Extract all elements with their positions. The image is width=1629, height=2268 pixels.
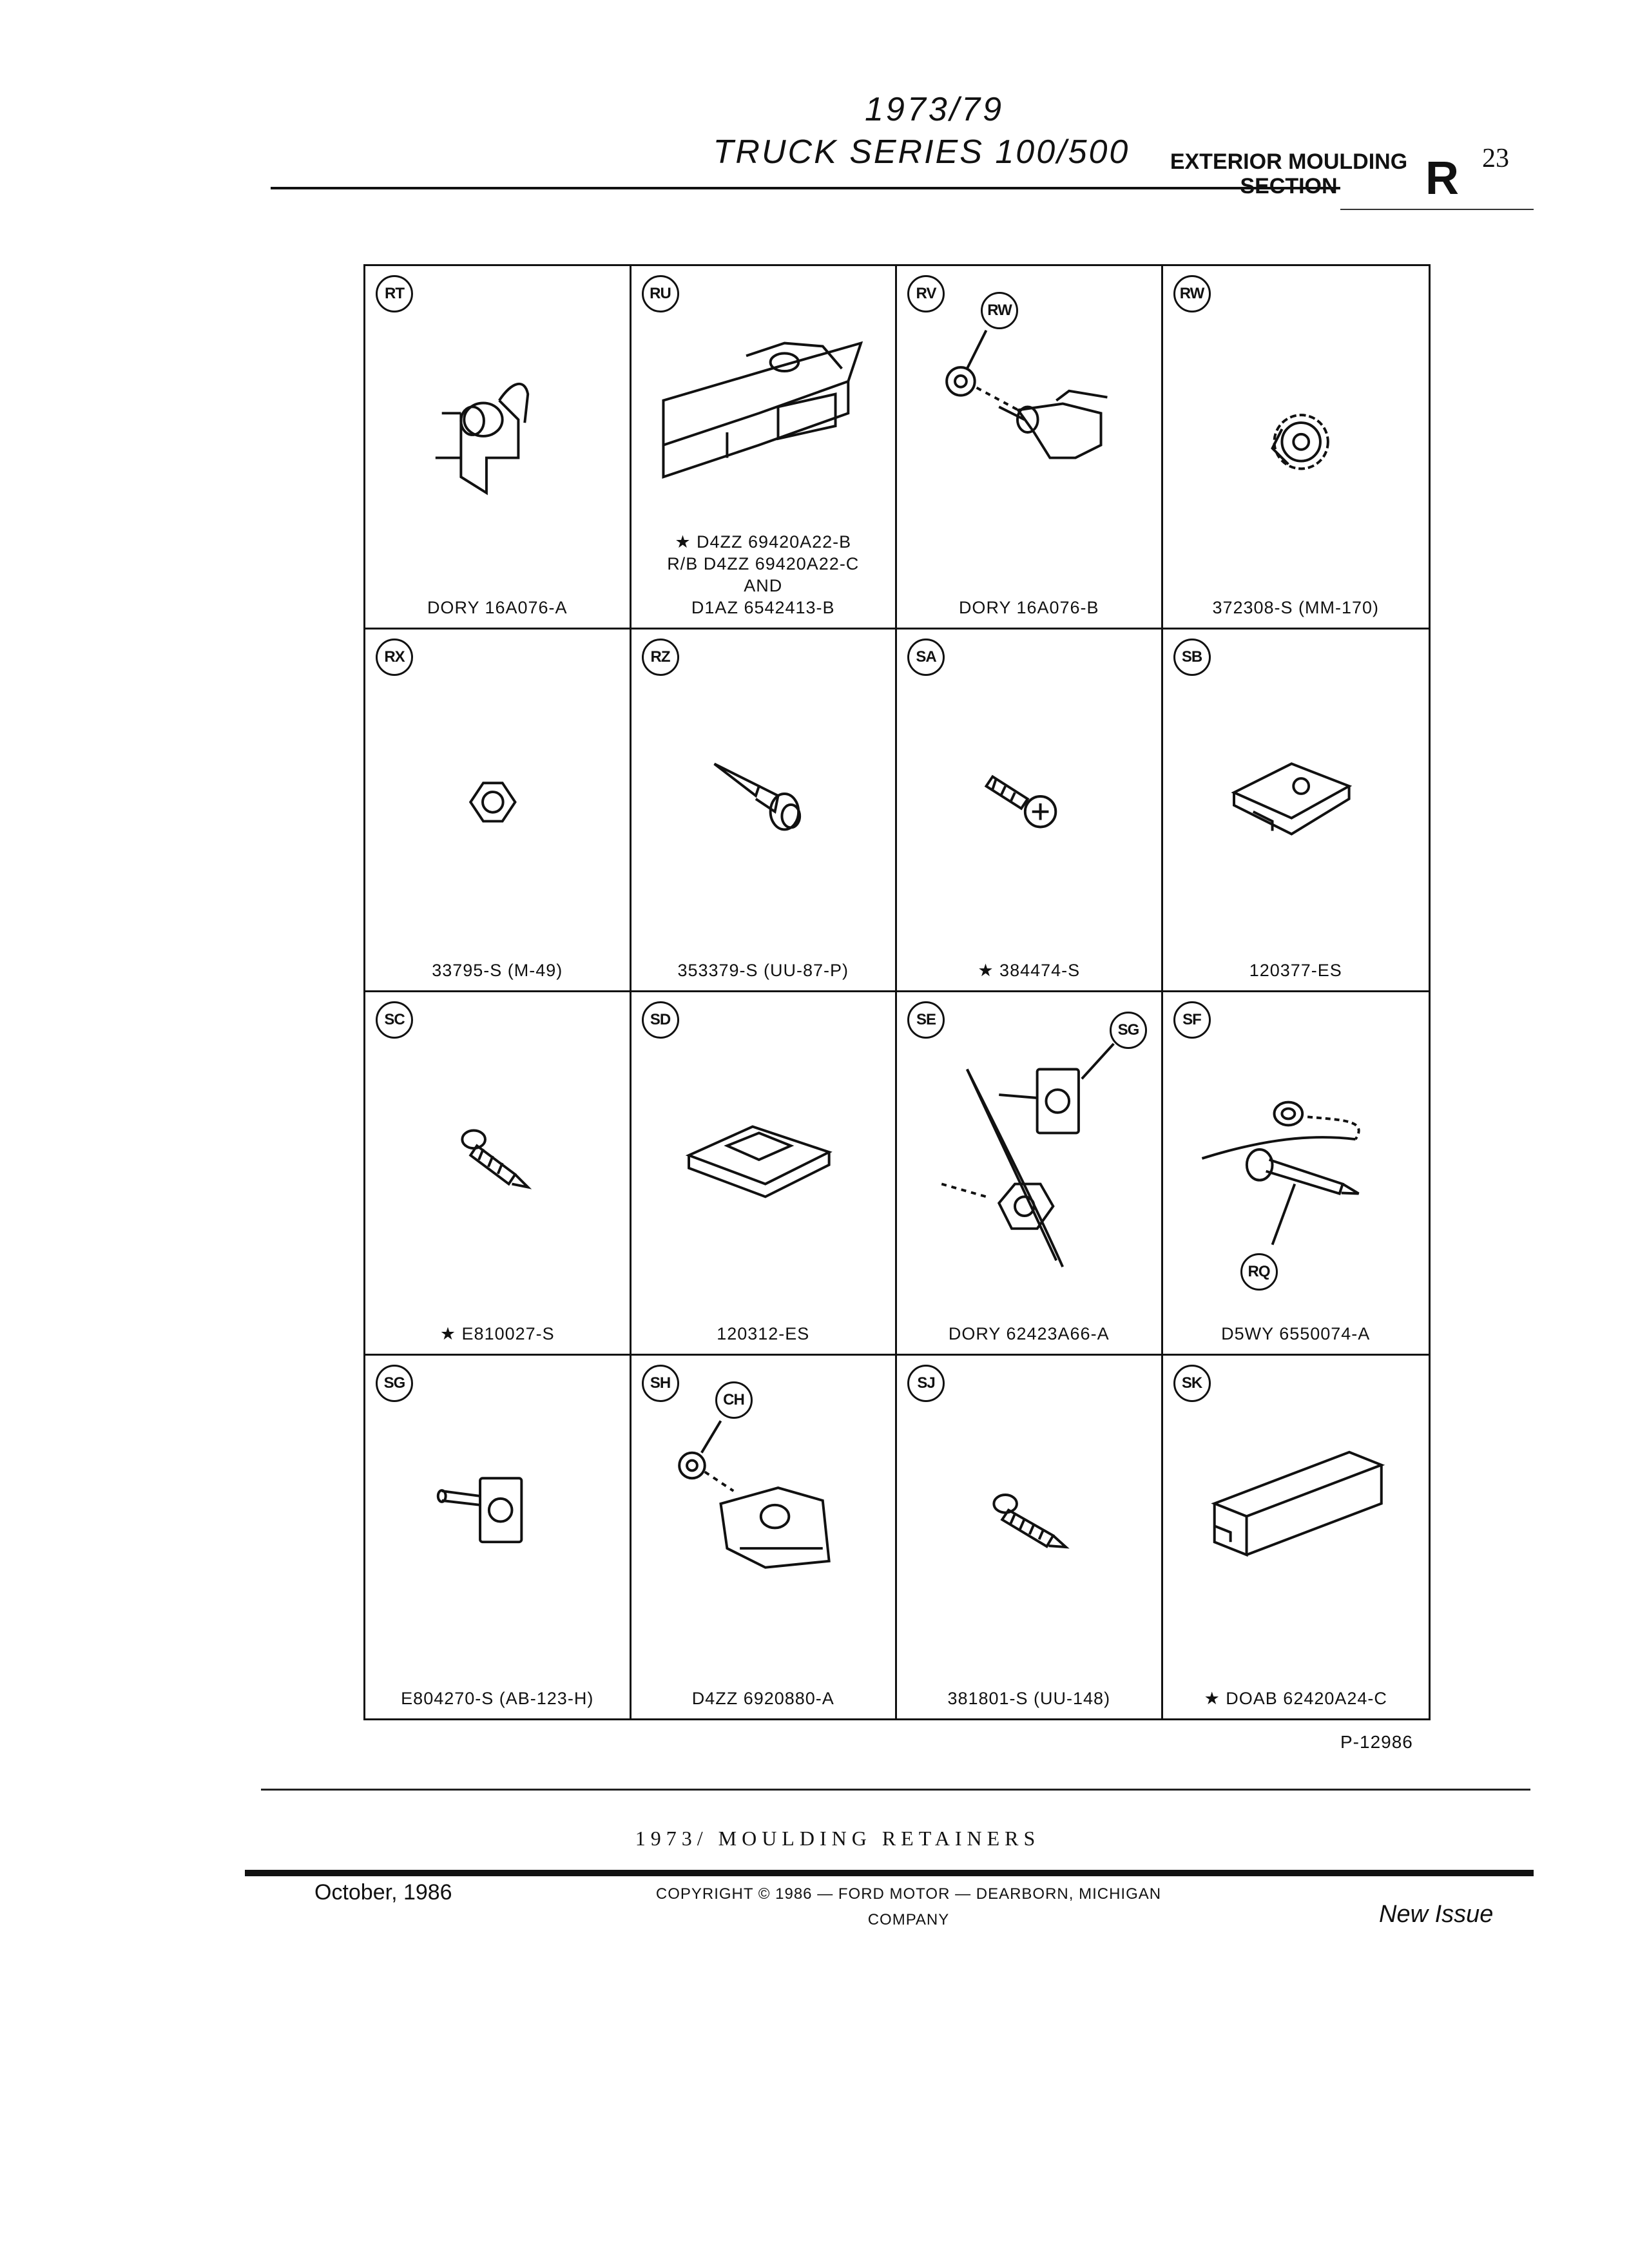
issue-date: October, 1986 bbox=[314, 1880, 452, 1905]
u-nut-illustration bbox=[1230, 762, 1352, 836]
figure-reference: P-12986 bbox=[1340, 1732, 1413, 1752]
part-number: 381801-S (UU-148) bbox=[947, 1689, 1111, 1708]
header-rule bbox=[271, 187, 1340, 189]
part-label: RW bbox=[1173, 275, 1211, 312]
stud-plate-illustration bbox=[436, 1476, 523, 1543]
part-number: DORY 16A076-A bbox=[427, 597, 568, 617]
parts-grid: RT DORY 16A076-A RU bbox=[363, 264, 1431, 1720]
part-label: SC bbox=[376, 1001, 413, 1039]
stud-and-nut-illustration bbox=[941, 1043, 1115, 1267]
part-cell-sg: SG E804270-S (AB-123-H) bbox=[365, 1355, 631, 1718]
hex-nut-illustration bbox=[468, 781, 517, 823]
screw-illustration bbox=[984, 774, 1057, 828]
part-label: RX bbox=[376, 638, 413, 676]
part-cell-rx: RX 33795-S (M-49) bbox=[365, 629, 631, 992]
callout-label: CH bbox=[715, 1381, 753, 1419]
part-cell-rv: RV RW DORY 16A076-B bbox=[897, 266, 1163, 629]
rivet-and-grommet-illustration bbox=[1201, 1100, 1360, 1245]
part-number: 372308-S (MM-170) bbox=[1212, 597, 1380, 617]
part-label: SD bbox=[641, 1001, 679, 1039]
callout-label: SG bbox=[1110, 1012, 1147, 1049]
part-label: SE bbox=[907, 1001, 945, 1039]
part-label: SA bbox=[907, 638, 945, 676]
part-label: SB bbox=[1173, 638, 1211, 676]
part-number: 353379-S (UU-87-P) bbox=[677, 961, 849, 980]
footer-rule-bottom bbox=[245, 1870, 1534, 1876]
part-number: D4ZZ 6920880-A bbox=[691, 1689, 834, 1708]
part-number: 120312-ES bbox=[717, 1323, 810, 1343]
part-number: E804270-S (AB-123-H) bbox=[401, 1689, 594, 1708]
tapping-screw-illustration bbox=[992, 1493, 1070, 1548]
section-line1: EXTERIOR MOULDING bbox=[1170, 149, 1408, 174]
part-number: DORY 16A076-B bbox=[958, 597, 1099, 617]
part-cell-sd: SD 120312-ES bbox=[631, 992, 897, 1356]
callout-label: RW bbox=[981, 292, 1018, 329]
part-cell-sf: SF RQ D5WY 6550074-A bbox=[1162, 992, 1429, 1356]
part-cell-sc: SC ★ E810027-S bbox=[365, 992, 631, 1356]
section-letter: R bbox=[1425, 153, 1459, 204]
header-rule-right bbox=[1340, 209, 1534, 210]
part-cell-rz: RZ 353379-S (UU-87-P) bbox=[631, 629, 897, 992]
page-number: 23 bbox=[1482, 144, 1509, 173]
part-cell-rt: RT DORY 16A076-A bbox=[365, 266, 631, 629]
section-line2: SECTION bbox=[1240, 174, 1338, 198]
part-cell-se: SE SG DORY 62423A66-A bbox=[897, 992, 1163, 1356]
retainer-block-illustration bbox=[661, 341, 863, 479]
clip-plate-illustration bbox=[685, 1125, 833, 1198]
part-cell-sh: SH CH D4ZZ 6920880-A bbox=[631, 1355, 897, 1718]
header-year: 1973/79 bbox=[865, 91, 1004, 128]
part-label: SJ bbox=[907, 1364, 945, 1402]
clip-with-nut-illustration bbox=[945, 329, 1108, 459]
part-number: 120377-ES bbox=[1249, 961, 1342, 980]
part-label: SH bbox=[641, 1364, 679, 1402]
callout-label: RQ bbox=[1240, 1253, 1278, 1291]
part-number: ★ D4ZZ 69420A22-B R/B D4ZZ 69420A22-C AN… bbox=[667, 532, 860, 617]
issue-status: New Issue bbox=[1379, 1901, 1494, 1928]
part-number: 33795-S (M-49) bbox=[432, 961, 563, 980]
part-cell-sk: SK ★ DOAB 62420A24-C bbox=[1163, 1356, 1429, 1719]
part-label: SK bbox=[1173, 1364, 1211, 1402]
header-series: TRUCK SERIES 100/500 bbox=[713, 133, 1130, 171]
header-section: EXTERIOR MOULDING SECTION bbox=[1147, 149, 1431, 198]
foam-block-illustration bbox=[1210, 1450, 1385, 1557]
part-label: RZ bbox=[641, 638, 679, 676]
part-label: RU bbox=[641, 275, 679, 312]
clip-illustration bbox=[435, 382, 530, 495]
lock-washer-nut-illustration bbox=[1270, 414, 1329, 470]
part-cell-rw: RW 372308-S (MM-170) bbox=[1162, 266, 1429, 629]
footer-title: 1973/ MOULDING RETAINERS bbox=[635, 1827, 1041, 1850]
pin-rivet-illustration bbox=[713, 762, 801, 831]
part-cell-sa: SA ★ 384474-S bbox=[897, 629, 1163, 992]
copyright: COPYRIGHT © 1986 — FORD MOTOR — DEARBORN… bbox=[655, 1885, 1162, 1928]
part-number: ★ 384474-S bbox=[978, 961, 1081, 980]
part-cell-sb: SB 120377-ES bbox=[1162, 629, 1429, 992]
part-cell-ru: RU ★ D4ZZ 69420A22-B R/B D4ZZ 69420A22-C… bbox=[631, 266, 897, 629]
tapping-screw-illustration bbox=[461, 1129, 532, 1189]
part-number: DORY 62423A66-A bbox=[948, 1323, 1110, 1343]
clip-with-nut-illustration bbox=[677, 1419, 831, 1569]
part-label: RT bbox=[376, 275, 413, 312]
part-number: ★ E810027-S bbox=[439, 1323, 555, 1343]
part-number: D5WY 6550074-A bbox=[1221, 1323, 1371, 1343]
part-label: SG bbox=[376, 1364, 413, 1402]
footer-rule-top bbox=[261, 1789, 1530, 1791]
part-label: SF bbox=[1173, 1001, 1211, 1039]
part-label: RV bbox=[907, 275, 945, 312]
part-cell-sj: SJ 381801-S (UU-148) bbox=[897, 1355, 1163, 1718]
part-number: ★ DOAB 62420A24-C bbox=[1204, 1689, 1387, 1708]
